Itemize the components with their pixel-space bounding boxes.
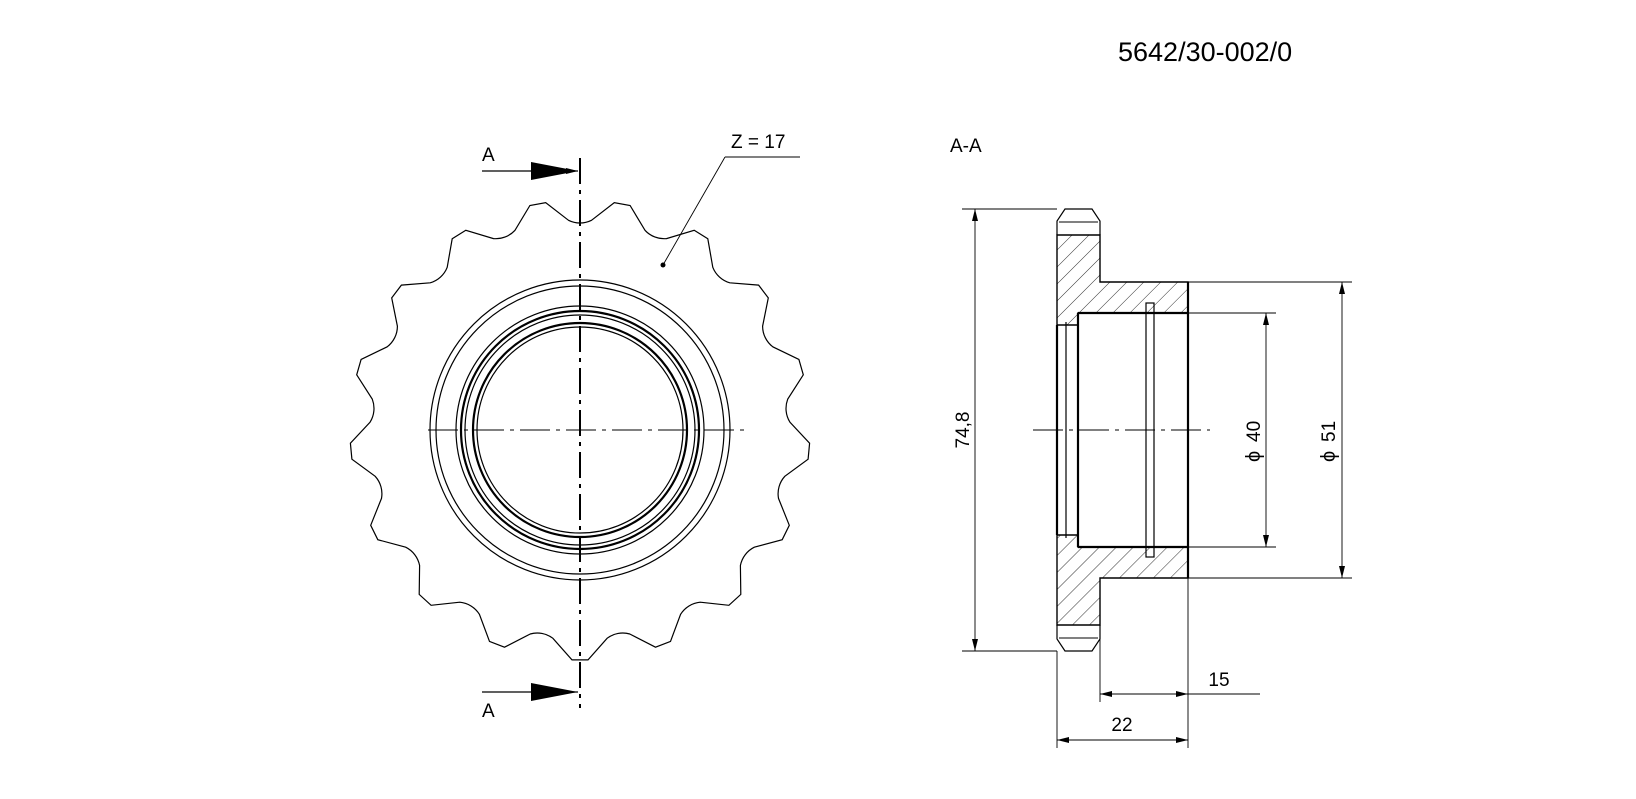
dim-hub-length-value: 15 [1208, 670, 1229, 691]
teeth-leader-line [662, 156, 726, 266]
dim-bore-diameter-value: 40 [1244, 421, 1265, 442]
sprocket-tooth-outline [349, 201, 811, 661]
section-arrow-bottom-head [531, 683, 578, 701]
section-label-bottom: A [482, 701, 495, 722]
part-number: 5642/30-002/0 [1118, 37, 1292, 67]
section-view-a-a: A-A 74,8 ϕ 40 [950, 136, 1352, 748]
teeth-count-label: Z = 17 [731, 132, 785, 153]
dim-hub-diameter-value: 51 [1319, 421, 1340, 442]
dim-hub-diameter-symbol: ϕ [1318, 451, 1340, 462]
teeth-leader-dot [660, 262, 666, 268]
dim-outer-diameter-value: 74,8 [953, 412, 974, 449]
sprocket-front-view: A A Z = 17 [349, 132, 811, 722]
tooth-tip-upper [1056, 208, 1101, 235]
section-arrow-top-head [531, 162, 578, 180]
section-hatch-upper [1056, 234, 1189, 326]
section-view-label: A-A [950, 136, 982, 157]
section-label-top: A [482, 145, 495, 166]
section-hatch-lower [1056, 534, 1189, 626]
dim-bore-diameter-symbol: ϕ [1243, 451, 1265, 462]
dim-total-length-value: 22 [1111, 715, 1132, 736]
